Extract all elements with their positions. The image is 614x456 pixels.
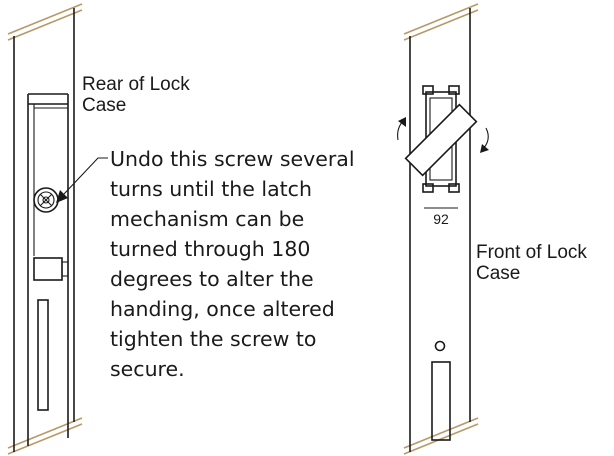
rear-bottom-break-line-b (7, 423, 83, 455)
rear-lock-case (7, 3, 108, 455)
screw-center (42, 196, 50, 204)
front-label-line2: Case (476, 263, 520, 284)
rear-latch-block (33, 257, 63, 281)
front-lower-slot (431, 361, 451, 441)
screw-callout-arrowhead (56, 190, 68, 203)
latch-bolt-rotated (404, 103, 478, 177)
front-bottom-break-line-a (403, 417, 479, 449)
screw-head-inner (37, 191, 55, 209)
front-top-break-line-a (403, 3, 479, 35)
rear-top-break-line-a (7, 3, 83, 35)
latch-housing-tab-bottom-left (422, 183, 434, 193)
screw-slot-b (39, 193, 53, 207)
case-screw (33, 187, 59, 213)
rotate-arrow-right-head (480, 144, 489, 153)
instruction-line: turned through 180 (110, 237, 310, 261)
front-bottom-break-line-b (403, 423, 479, 455)
rear-label-line1: Rear of Lock (82, 74, 190, 95)
rear-latch-tab (61, 261, 69, 277)
front-lock-case (397, 3, 489, 455)
rear-bottom-break-line-a (7, 417, 83, 449)
instruction-line: secure. (110, 357, 185, 381)
front-label-line1: Front of Lock (476, 242, 587, 263)
rear-label-line2: Case (82, 95, 126, 116)
rear-top-break-line-b (7, 9, 83, 41)
instruction-line: handing, once altered (110, 297, 335, 321)
instruction-line: turns until the latch (110, 177, 312, 201)
latch-housing-tab-bottom-right (448, 183, 460, 193)
rotate-arrow-left-head (398, 117, 406, 127)
front-follower-hole (434, 340, 446, 352)
latch-housing-tab-top-right (448, 85, 460, 95)
instruction-line: degrees to alter the (110, 267, 314, 291)
instruction-line: tighten the screw to (110, 327, 316, 351)
front-top-break-line-b (403, 9, 479, 41)
latch-housing-tab-top-left (422, 85, 434, 95)
rear-lower-slot (37, 299, 49, 411)
dimension-label: 92 (433, 211, 449, 227)
screw-callout-leader (63, 157, 108, 195)
instruction-line: mechanism can be (110, 207, 304, 231)
instruction-line: Undo this screw several (110, 147, 355, 171)
instruction-text: Undo this screw several turns until the … (110, 147, 355, 381)
